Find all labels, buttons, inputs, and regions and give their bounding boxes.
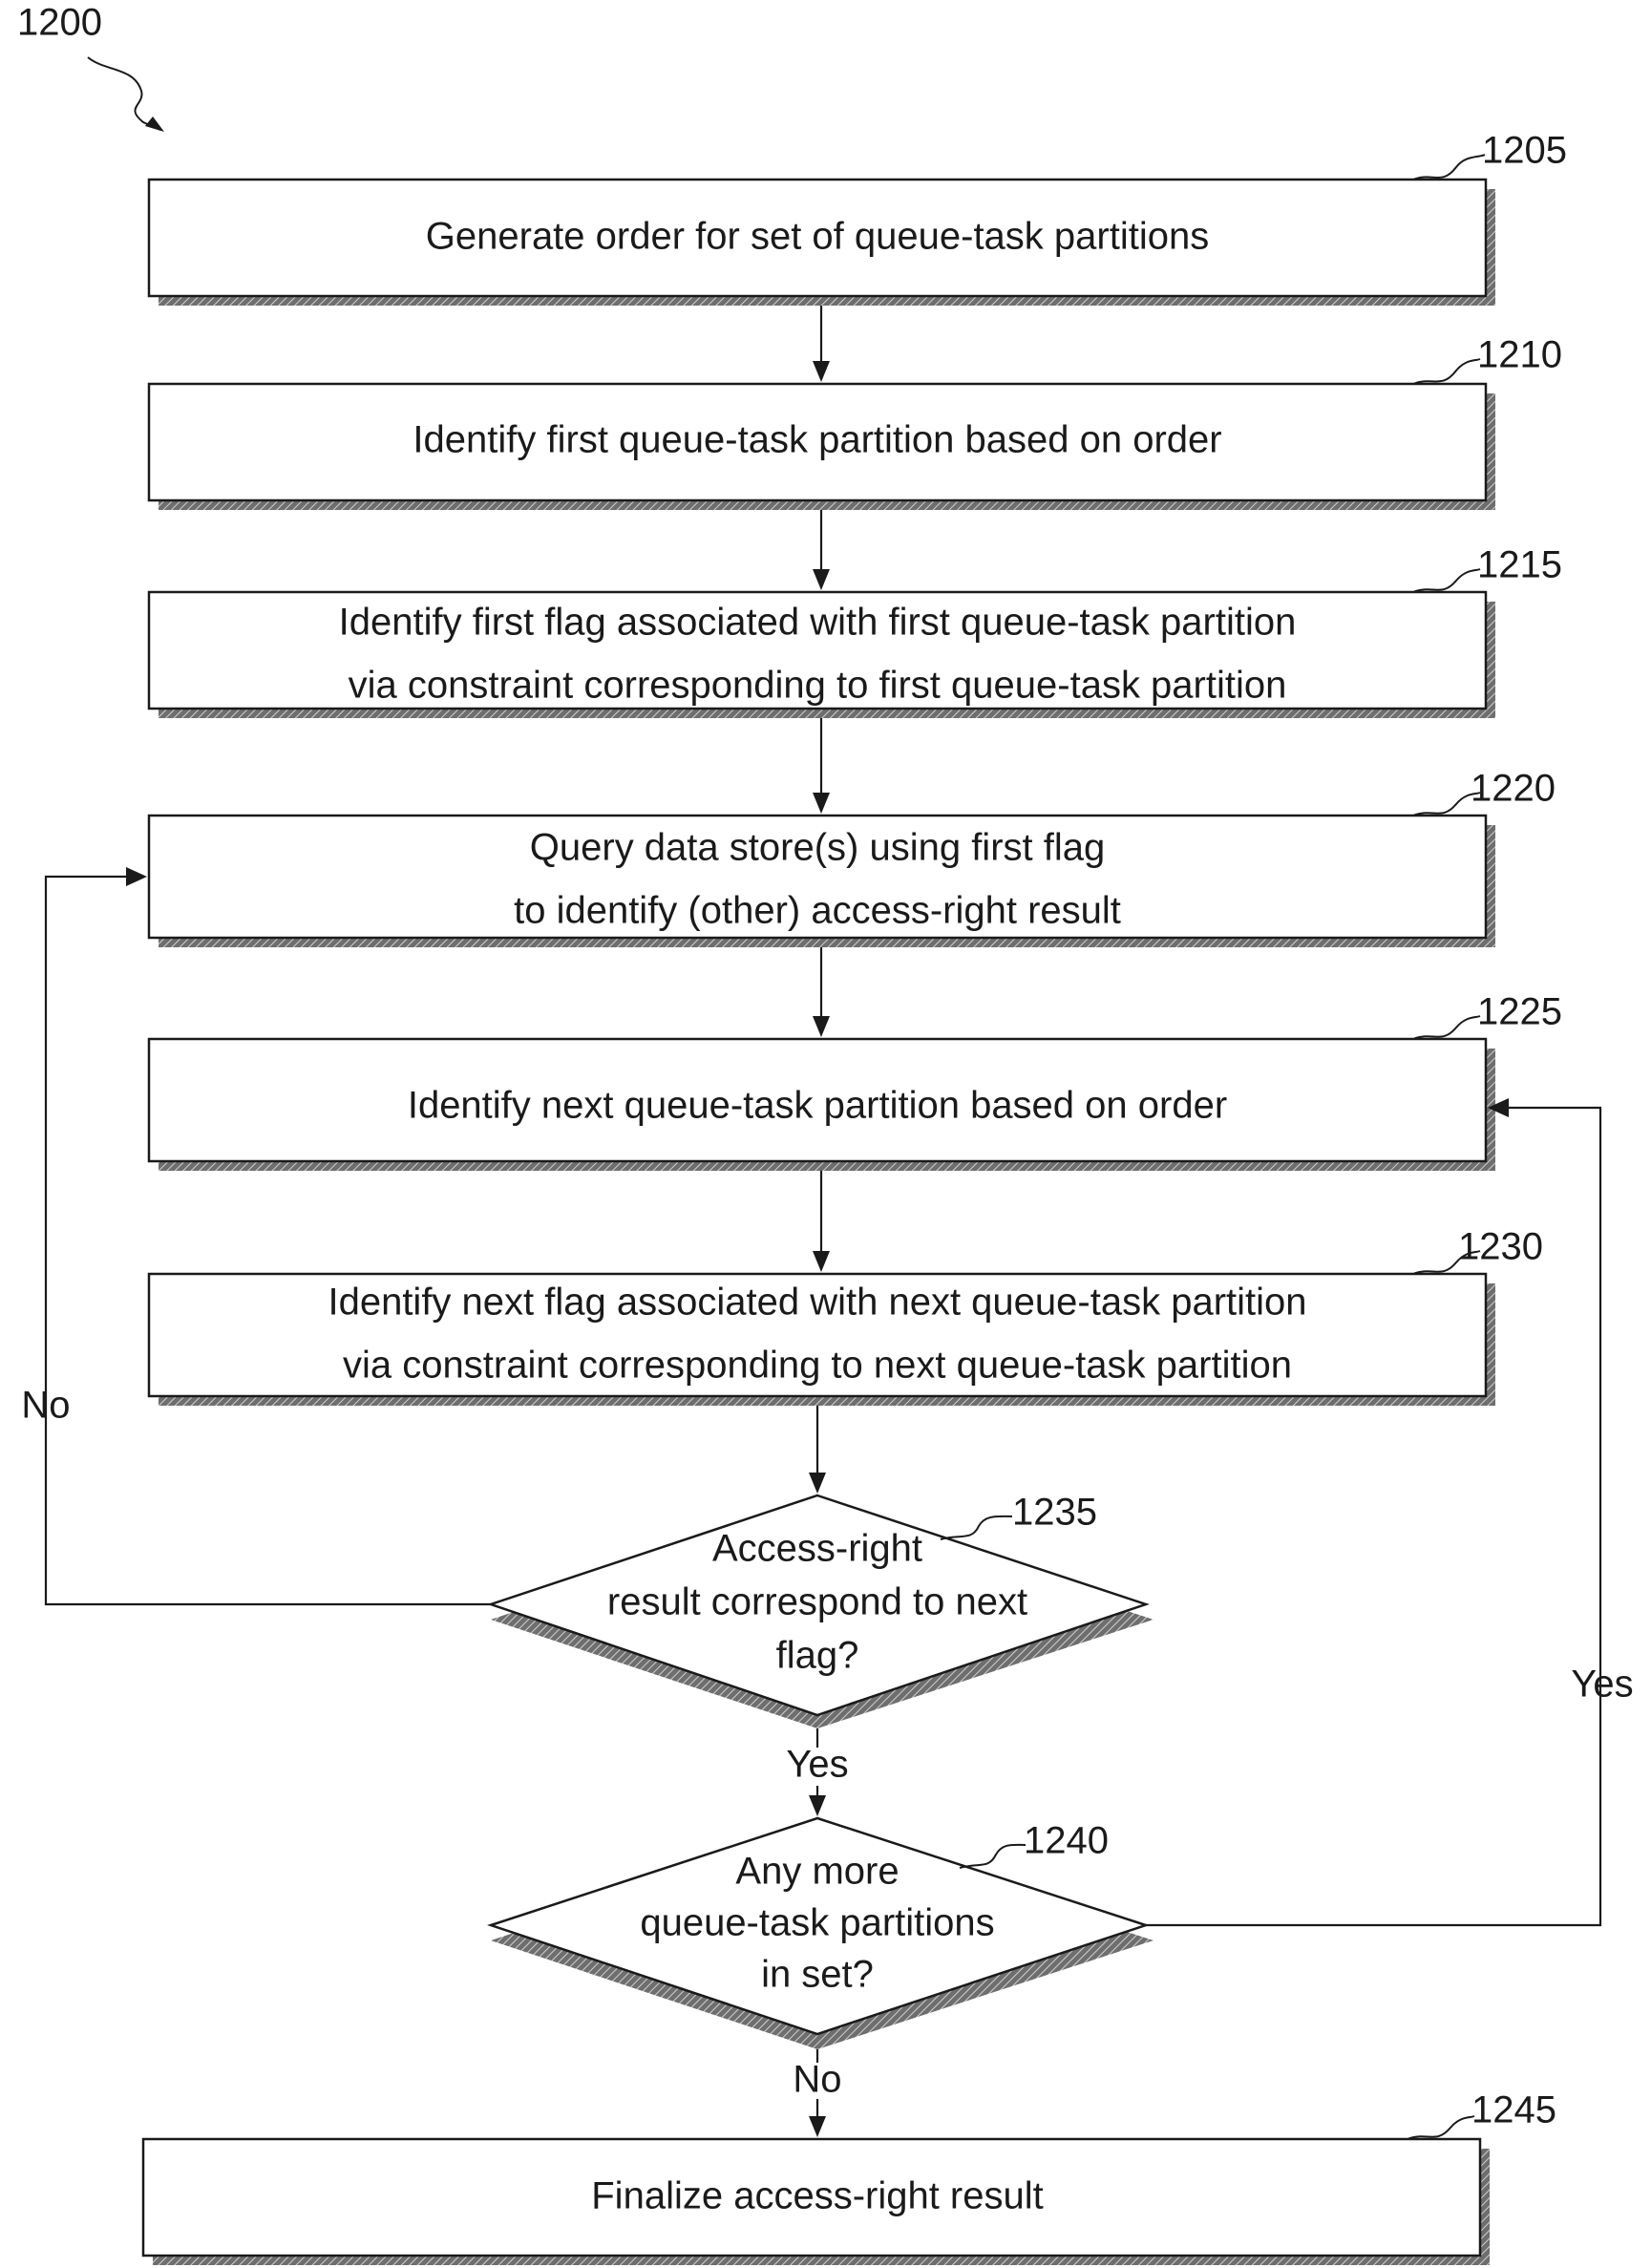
step-1220-text-line1: Query data store(s) using first flag	[530, 827, 1105, 869]
step-1245: Finalize access-right result 1245	[143, 2089, 1556, 2265]
arrowhead-1240	[809, 1795, 826, 1816]
figure-reference: 1200	[17, 2, 164, 132]
arrowhead-1220	[813, 793, 830, 814]
step-1215-text-line2: via constraint corresponding to first qu…	[349, 665, 1287, 707]
decision-1235-ref: 1235	[1012, 1492, 1097, 1534]
decision-1240-text-line3: in set?	[761, 1954, 874, 1996]
branch-label-no-1240: No	[793, 2059, 841, 2101]
step-1210: Identify first queue-task partition base…	[149, 334, 1562, 510]
connector-1235-no-loop	[46, 877, 491, 1604]
step-1225: Identify next queue-task partition based…	[149, 991, 1562, 1171]
decision-1240: Any more queue-task partitions in set? 1…	[491, 1818, 1154, 2049]
arrowhead-1230	[813, 1251, 830, 1272]
step-1225-ref: 1225	[1477, 991, 1562, 1033]
arrowhead-no-loop	[126, 867, 147, 886]
step-1245-ref: 1245	[1471, 2089, 1556, 2131]
decision-1235-text-line3: flag?	[776, 1635, 859, 1677]
decision-1240-text-line2: queue-task partitions	[640, 1902, 994, 1944]
decision-1235: Access-right result correspond to next f…	[491, 1492, 1154, 1728]
figure-ref-label: 1200	[17, 2, 102, 44]
decision-1235-text-line1: Access-right	[712, 1528, 922, 1570]
arrowhead-1235	[809, 1473, 826, 1494]
step-1220-ref: 1220	[1471, 768, 1556, 810]
step-1230-text-line2: via constraint corresponding to next que…	[343, 1345, 1292, 1387]
step-1230-text-line1: Identify next flag associated with next …	[328, 1282, 1306, 1324]
step-1205-text: Generate order for set of queue-task par…	[426, 216, 1209, 258]
arrowhead-1215	[813, 569, 830, 590]
arrowhead-1245	[809, 2116, 826, 2137]
step-1210-text: Identify first queue-task partition base…	[413, 419, 1221, 461]
decision-1240-ref: 1240	[1024, 1820, 1109, 1862]
branch-label-yes-right: Yes	[1571, 1664, 1633, 1706]
step-1210-ref: 1210	[1477, 334, 1562, 376]
step-1215: Identify first flag associated with firs…	[149, 544, 1562, 718]
figure-ref-arrowhead	[145, 117, 164, 132]
step-1225-text: Identify next queue-task partition based…	[408, 1085, 1227, 1127]
step-1230-ref: 1230	[1458, 1226, 1543, 1268]
branch-label-yes-1235: Yes	[786, 1744, 848, 1786]
step-1215-ref: 1215	[1477, 544, 1562, 586]
step-1230: Identify next flag associated with next …	[149, 1226, 1543, 1406]
step-1205: Generate order for set of queue-task par…	[149, 130, 1567, 306]
step-1245-text: Finalize access-right result	[591, 2175, 1044, 2217]
arrowhead-1210	[813, 361, 830, 382]
step-1205-ref: 1205	[1482, 130, 1567, 172]
step-1220-text-line2: to identify (other) access-right result	[514, 890, 1121, 932]
step-1215-text-line1: Identify first flag associated with firs…	[339, 602, 1297, 644]
figure-ref-leader	[88, 57, 160, 130]
decision-1240-text-line1: Any more	[735, 1851, 899, 1893]
step-1220: Query data store(s) using first flag to …	[149, 768, 1556, 947]
arrowhead-1225	[813, 1016, 830, 1037]
decision-1235-text-line2: result correspond to next	[607, 1581, 1027, 1623]
branch-label-no-left: No	[21, 1385, 70, 1427]
